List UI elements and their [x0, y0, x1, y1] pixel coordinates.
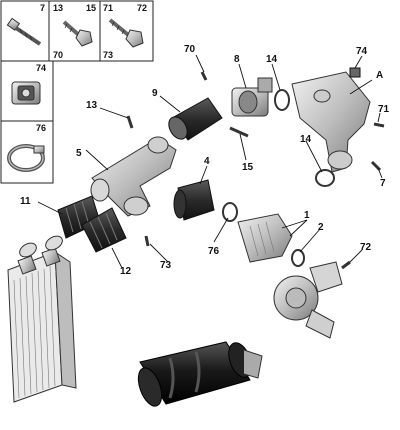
callout-14-upper: 14 [266, 54, 278, 65]
bolt-71 [373, 122, 385, 128]
bolt-15 [229, 126, 249, 138]
callout-76: 76 [208, 246, 220, 257]
callout-4: 4 [204, 156, 210, 167]
hardware-label-70: 70 [53, 50, 63, 60]
throttle-hose-9 [168, 97, 223, 141]
hardware-label-71: 71 [103, 3, 113, 13]
outlet-duct-1 [237, 213, 293, 263]
gasket-2 [291, 249, 305, 267]
intercooler-hose-12 [81, 207, 127, 253]
callout-15: 15 [242, 162, 254, 173]
clip-nut-74 [349, 67, 361, 78]
callout-71: 71 [378, 104, 390, 115]
callout-74: 74 [356, 46, 368, 57]
turbo-hose-4 [173, 179, 215, 221]
callout-1: 1 [304, 210, 310, 221]
callout-7: 7 [380, 178, 386, 189]
hardware-label-76: 76 [36, 123, 46, 133]
air-pipe-housing-5 [90, 136, 177, 217]
hex-bolt-icon [108, 18, 144, 48]
stud-bolt-icon [6, 17, 42, 46]
hardware-label-72: 72 [137, 3, 147, 13]
hardware-label-7: 7 [40, 3, 45, 13]
clip-nut-icon [11, 81, 41, 105]
callout-5: 5 [76, 148, 82, 159]
leader-lines [37, 54, 383, 269]
callout-2: 2 [318, 222, 324, 233]
callout-labels: 70 8 14 74 A 9 13 71 5 4 14 15 7 11 1 2 … [20, 44, 390, 277]
callout-8: 8 [234, 54, 240, 65]
gasket-14-upper [274, 89, 290, 111]
hardware-panel: 7 13 15 70 71 72 73 7 [0, 0, 154, 184]
boost-hose-photo [137, 341, 263, 407]
flange-bolt-icon [62, 20, 93, 47]
intake-manifold-A [291, 71, 371, 173]
callout-9: 9 [152, 88, 158, 99]
hardware-label-15: 15 [86, 3, 96, 13]
callout-73: 73 [160, 260, 172, 271]
callout-A: A [376, 70, 383, 81]
stud-13 [126, 115, 134, 129]
stud-73 [144, 235, 150, 247]
callout-14-lower: 14 [300, 134, 312, 145]
callout-12: 12 [120, 266, 132, 277]
callout-11: 11 [20, 196, 31, 207]
callout-72: 72 [360, 242, 372, 253]
stud-70 [200, 71, 208, 81]
turbocharger [273, 261, 343, 339]
callout-70: 70 [184, 44, 196, 55]
hose-clamp-icon [7, 144, 45, 172]
hardware-label-74: 74 [36, 63, 46, 73]
hardware-label-13: 13 [53, 3, 63, 13]
throttle-body-8 [231, 77, 273, 117]
gasket-76 [222, 202, 238, 222]
hardware-label-73: 73 [103, 50, 113, 60]
gasket-14-lower [315, 169, 335, 187]
intercooler [7, 235, 77, 403]
callout-13: 13 [86, 100, 98, 111]
bolt-72 [341, 260, 351, 270]
